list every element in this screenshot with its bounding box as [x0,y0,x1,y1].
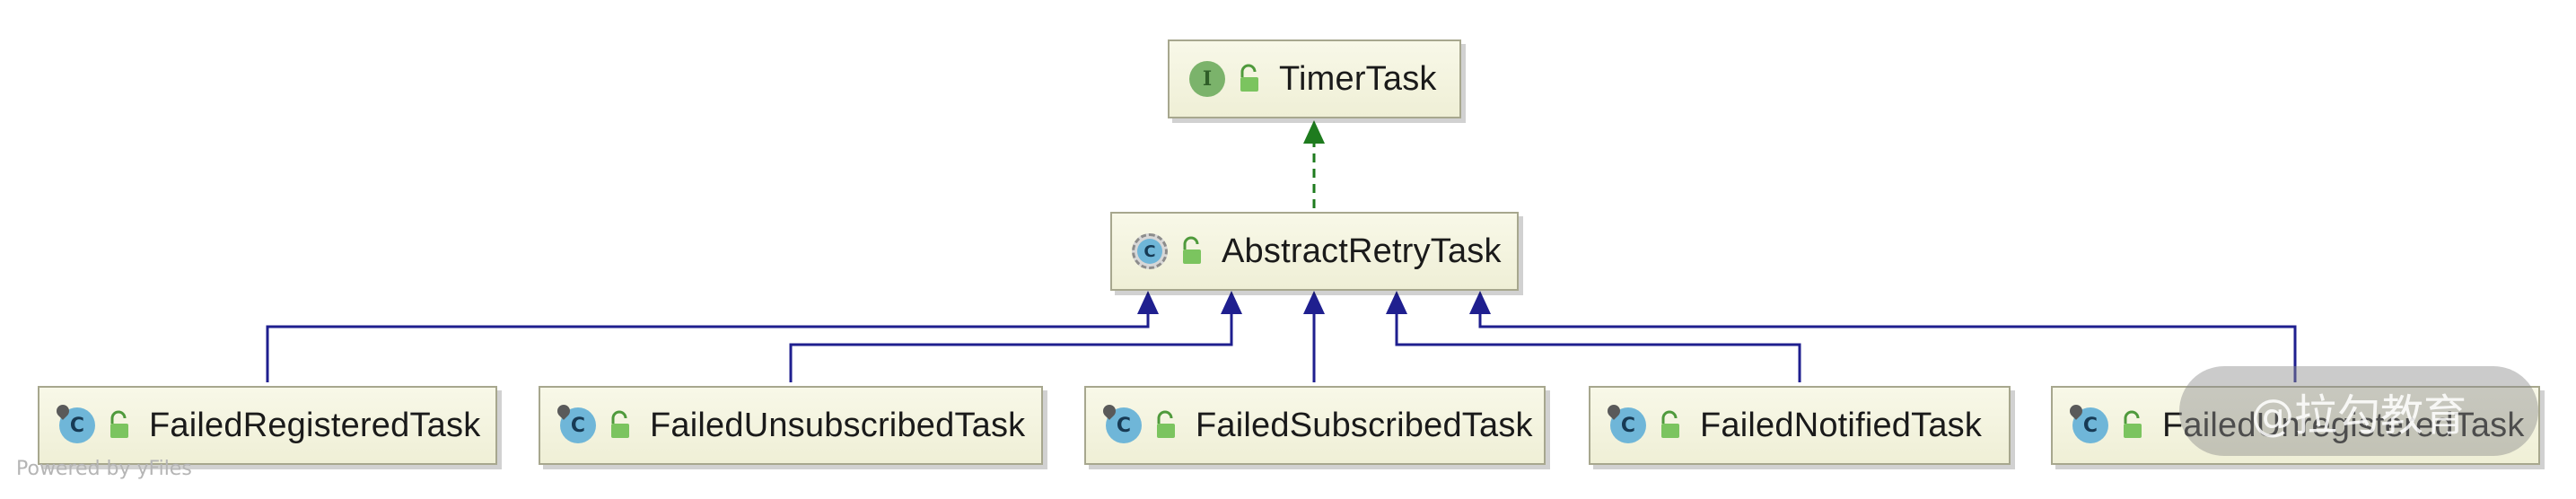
arrowhead-failed-unregistered-task [1469,291,1491,314]
abstract-class-badge-icon: C [1132,233,1168,269]
public-lock-icon [110,410,128,438]
edge-extends-failed-registered-task [266,310,1150,382]
interface-badge-icon: I [1189,61,1225,97]
node-label-failed-registered-task: FailedRegisteredTask [149,406,481,444]
node-label-failed-notified-task: FailedNotifiedTask [1700,406,1983,444]
class-badge-icon: C [1605,402,1646,443]
node-failed-unregistered-task[interactable]: C FailedUnregisteredTask [2051,386,2540,465]
node-label-failed-unregistered-task: FailedUnregisteredTask [2162,406,2525,444]
edge-extends-failed-unsubscribed-task [789,310,1233,382]
edge-implements-timer-task [1303,120,1325,208]
arrowhead-failed-registered-task [1137,291,1159,314]
node-failed-subscribed-task[interactable]: C FailedSubscribedTask [1084,386,1546,465]
node-abstract-retry-task[interactable]: C AbstractRetryTask [1110,212,1519,291]
node-label-timer-task: TimerTask [1279,59,1437,98]
class-badge-icon: C [54,402,95,443]
arrowhead-failed-notified-task [1386,291,1407,314]
node-failed-registered-task[interactable]: C FailedRegisteredTask [38,386,497,465]
public-lock-icon [1157,410,1175,438]
edge-extends-failed-unregistered-task [1478,310,2297,382]
node-timer-task[interactable]: I TimerTask [1168,39,1461,118]
node-label-abstract-retry-task: AbstractRetryTask [1222,232,1502,270]
arrowhead-failed-subscribed-task [1303,291,1325,314]
node-failed-notified-task[interactable]: C FailedNotifiedTask [1589,386,2011,465]
watermark-overlay: @拉勾教育 [2179,366,2538,456]
public-lock-icon [611,410,629,438]
public-lock-icon [1661,410,1679,438]
node-failed-unsubscribed-task[interactable]: C FailedUnsubscribedTask [539,386,1043,465]
public-lock-icon [1240,64,1258,92]
class-badge-icon: C [2067,402,2108,443]
class-badge-icon: C [555,402,596,443]
yfiles-credit: Powered by yFiles [16,458,192,480]
edge-extends-failed-notified-task [1395,310,1801,382]
node-label-failed-unsubscribed-task: FailedUnsubscribedTask [650,406,1026,444]
public-lock-icon [1183,236,1201,264]
arrowhead-failed-unsubscribed-task [1221,291,1242,314]
node-label-failed-subscribed-task: FailedSubscribedTask [1196,406,1533,444]
public-lock-icon [2124,410,2142,438]
class-badge-icon: C [1100,402,1142,443]
